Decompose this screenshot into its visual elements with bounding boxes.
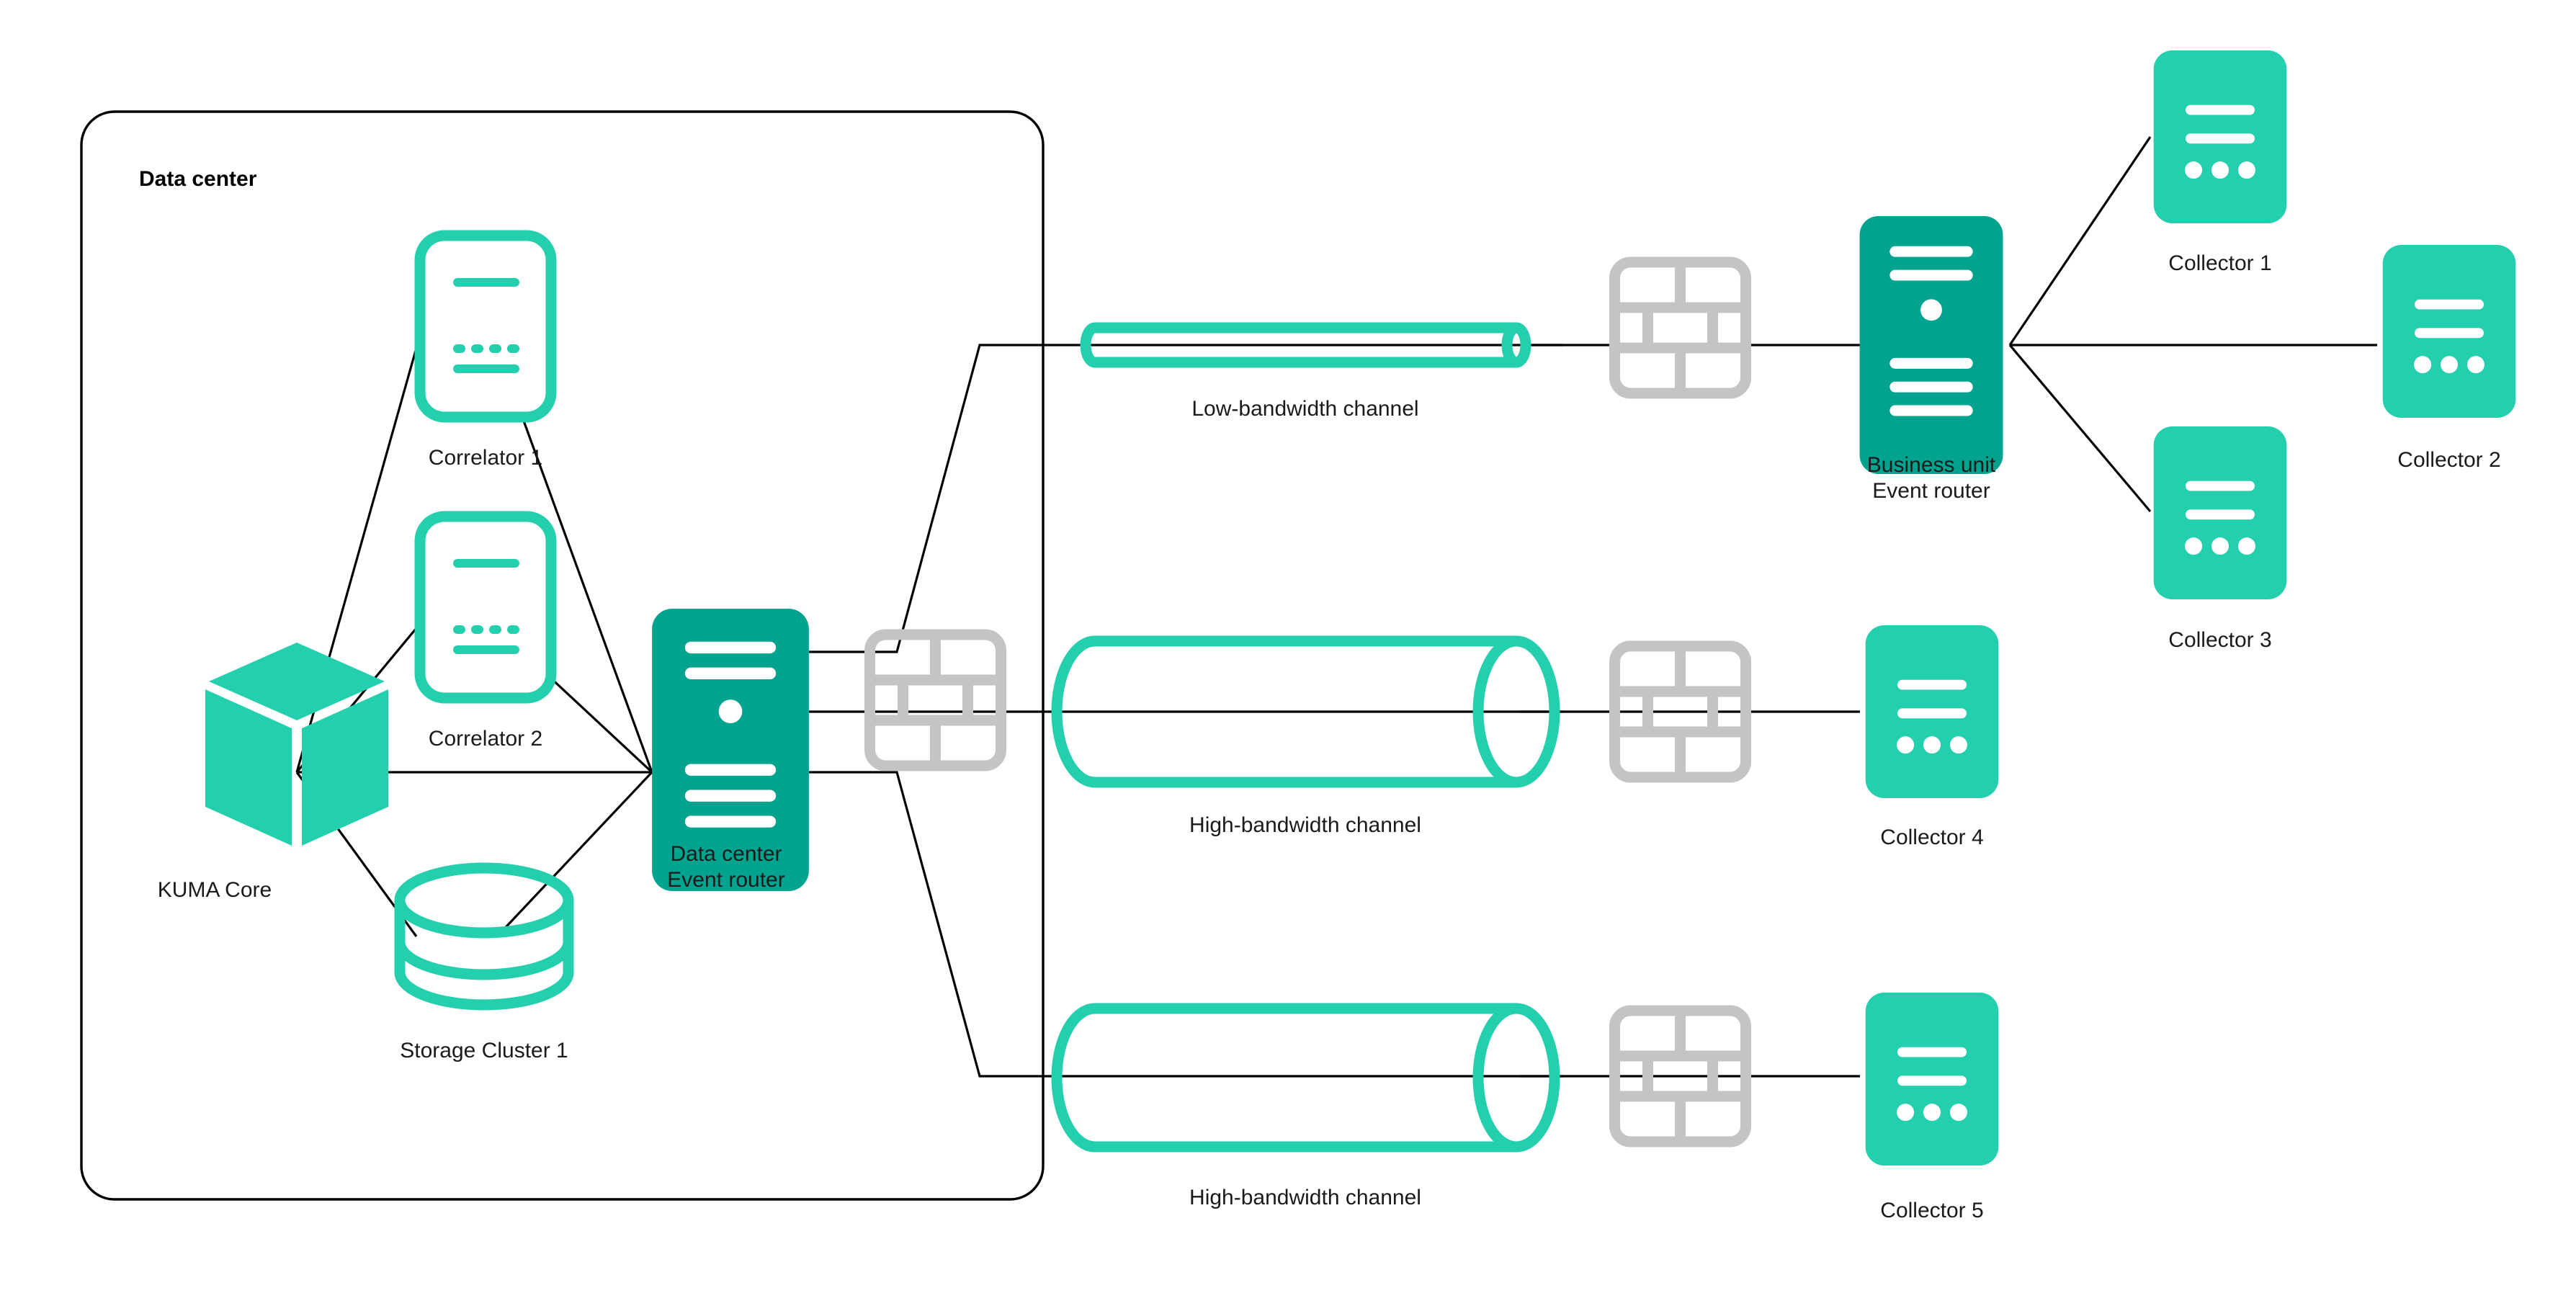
edge-layer (295, 136, 2377, 1078)
collector-icon (2382, 245, 2516, 418)
node-correlator1-label: Correlator 1 (429, 446, 542, 470)
server-icon (1859, 216, 2003, 474)
node-collector5[interactable]: Collector 5 (1865, 993, 1999, 1222)
pipe-icon (1051, 635, 1560, 788)
firewall-icon (870, 635, 1001, 766)
data-center-boundary (80, 110, 1045, 1201)
collector-icon (2153, 50, 2287, 223)
firewall-low[interactable] (1615, 262, 1746, 393)
node-bu-event-router-label-line1: Business unit (1867, 453, 1996, 477)
node-collector4[interactable]: Collector 4 (1865, 625, 1999, 849)
channel-low[interactable]: Low-bandwidth channel (1080, 322, 1531, 421)
edge-storage1-to-dc-event-router (496, 771, 653, 938)
edge-dc-event-router-to-channel-high-2 (809, 771, 1563, 1078)
collector-icon (2153, 426, 2287, 599)
collector-icon (1865, 625, 1999, 798)
node-correlator1[interactable]: Correlator 1 (420, 236, 551, 470)
node-kuma-core[interactable]: KUMA Core (158, 643, 388, 902)
node-dc-event-router-label-line2: Event router (667, 868, 784, 892)
node-bu-event-router[interactable]: Business unit Event router (1859, 216, 2003, 503)
node-storage1[interactable]: Storage Cluster 1 (394, 862, 574, 1062)
node-collector3[interactable]: Collector 3 (2153, 426, 2287, 652)
firewall-dc[interactable] (870, 635, 1001, 766)
node-correlator2-label: Correlator 2 (429, 727, 542, 751)
data-center-group: Data center (80, 110, 1045, 1201)
channel-low-label: Low-bandwidth channel (1191, 397, 1418, 421)
node-dc-event-router-label-line1: Data center (670, 842, 782, 866)
node-collector4-label: Collector 4 (1880, 826, 1983, 849)
channel-high-1-label: High-bandwidth channel (1189, 813, 1421, 837)
node-storage1-label: Storage Cluster 1 (400, 1039, 568, 1062)
node-collector1-label: Collector 1 (2168, 251, 2271, 275)
channel-high-2[interactable]: High-bandwidth channel (1051, 1003, 1560, 1209)
node-kuma-core-label: KUMA Core (158, 878, 272, 902)
node-collector3-label: Collector 3 (2168, 628, 2271, 652)
node-bu-event-router-label-line2: Event router (1872, 479, 1990, 503)
edge-bu-event-router-to-collector3 (2008, 344, 2152, 513)
correlator-icon (420, 516, 551, 698)
channel-high-1[interactable]: High-bandwidth channel (1051, 635, 1560, 837)
node-collector2-label: Collector 2 (2397, 448, 2500, 472)
node-collector5-label: Collector 5 (1880, 1199, 1983, 1222)
firewall-icon (1615, 262, 1746, 393)
cube-icon (205, 643, 388, 846)
pipe-icon (1080, 322, 1531, 368)
correlator-icon (420, 236, 551, 417)
node-collector1[interactable]: Collector 1 (2153, 50, 2287, 275)
pipe-icon (1051, 1003, 1560, 1153)
edge-dc-event-router-to-channel-low (809, 344, 1563, 653)
node-correlator2[interactable]: Correlator 2 (420, 516, 551, 751)
data-center-group-label: Data center (139, 167, 257, 191)
collector-icon (1865, 993, 1999, 1166)
channel-high-2-label: High-bandwidth channel (1189, 1186, 1421, 1209)
node-dc-event-router[interactable]: Data center Event router (652, 609, 809, 892)
edge-bu-event-router-to-collector1 (2008, 136, 2152, 346)
database-icon (394, 862, 574, 1011)
node-collector2[interactable]: Collector 2 (2382, 245, 2516, 472)
